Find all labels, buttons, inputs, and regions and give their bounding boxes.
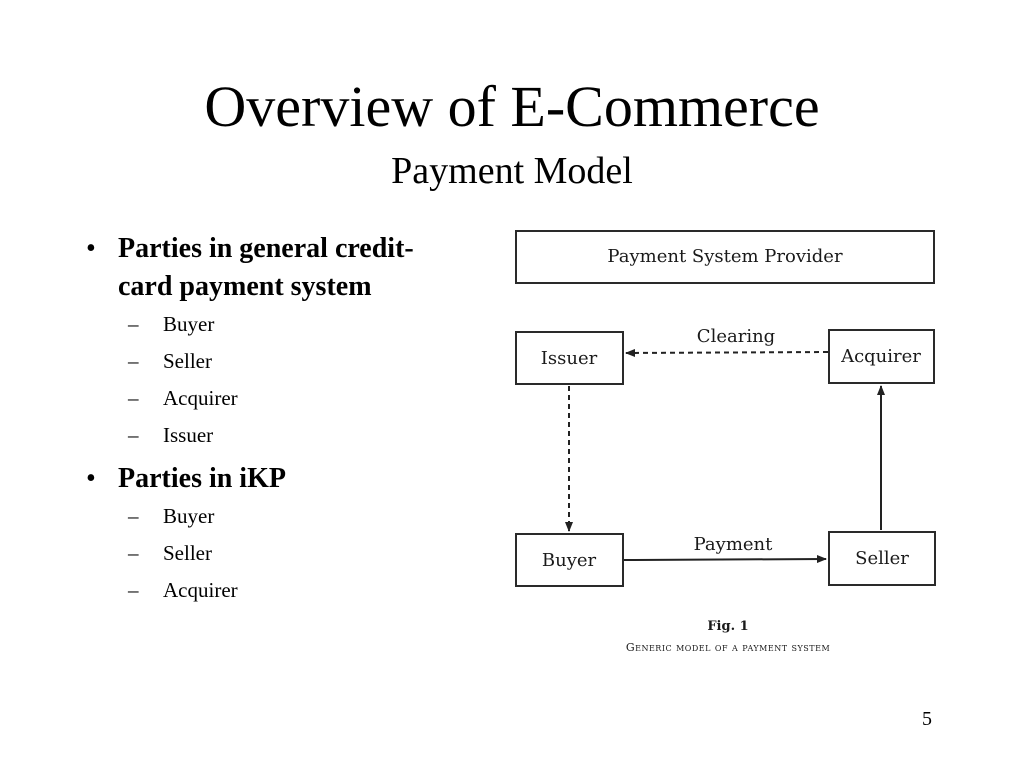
sub-bullet-text: Acquirer: [163, 578, 238, 602]
dash-glyph: –: [128, 541, 139, 565]
slide-subtitle: Payment Model: [391, 150, 633, 192]
bullet-item: • Parties in iKP: [86, 460, 486, 498]
sub-bullet-text: Seller: [163, 349, 212, 373]
sub-bullet-text: Issuer: [163, 423, 214, 447]
buyer-label: Buyer: [542, 550, 597, 571]
bullet-text: Parties in iKP: [118, 463, 286, 494]
figure-caption: Generic model of a payment system: [626, 641, 830, 654]
provider-label: Payment System Provider: [607, 246, 843, 267]
bullet-list: • Parties in general credit- card paymen…: [86, 230, 486, 609]
sub-bullet-item: –Buyer: [86, 306, 486, 343]
sub-bullet-text: Buyer: [163, 504, 215, 528]
dash-glyph: –: [128, 312, 139, 336]
seller-label: Seller: [855, 548, 909, 569]
dash-glyph: –: [128, 423, 139, 447]
sub-bullet-text: Buyer: [163, 312, 215, 336]
sub-bullet-item: –Acquirer: [86, 572, 486, 609]
bullet-glyph: •: [86, 233, 96, 264]
sub-bullet-text: Acquirer: [163, 386, 238, 410]
figure-number: Fig. 1: [707, 619, 748, 634]
acquirer-label: Acquirer: [840, 346, 921, 367]
dash-glyph: –: [128, 349, 139, 373]
bullet-item: • Parties in general credit- card paymen…: [86, 230, 486, 306]
dash-glyph: –: [128, 504, 139, 528]
seller-box: [828, 531, 936, 586]
payment-label: Payment: [694, 534, 774, 555]
issuer-box: [515, 331, 624, 385]
slide-title: Overview of E-Commerce: [204, 74, 820, 139]
sub-bullet-item: –Acquirer: [86, 380, 486, 417]
provider-box: [515, 230, 935, 284]
payment-arrow: [623, 555, 827, 564]
bullet-text-line1: Parties in general credit-: [118, 233, 414, 264]
buyer-box: [515, 533, 624, 587]
sub-bullet-item: –Seller: [86, 535, 486, 572]
bullet-glyph: •: [86, 463, 96, 494]
page-number: 5: [922, 708, 932, 730]
dash-glyph: –: [128, 578, 139, 602]
sub-bullet-item: –Buyer: [86, 498, 486, 535]
sub-bullet-text: Seller: [163, 541, 212, 565]
sub-bullet-item: –Issuer: [86, 417, 486, 454]
bullet-text-line2: card payment system: [118, 271, 372, 302]
acquirer-box: [828, 329, 935, 384]
clearing-arrow: [625, 348, 829, 357]
issuer-label: Issuer: [541, 348, 598, 369]
sub-bullet-item: –Seller: [86, 343, 486, 380]
dash-glyph: –: [128, 386, 139, 410]
clearing-label: Clearing: [697, 326, 775, 347]
